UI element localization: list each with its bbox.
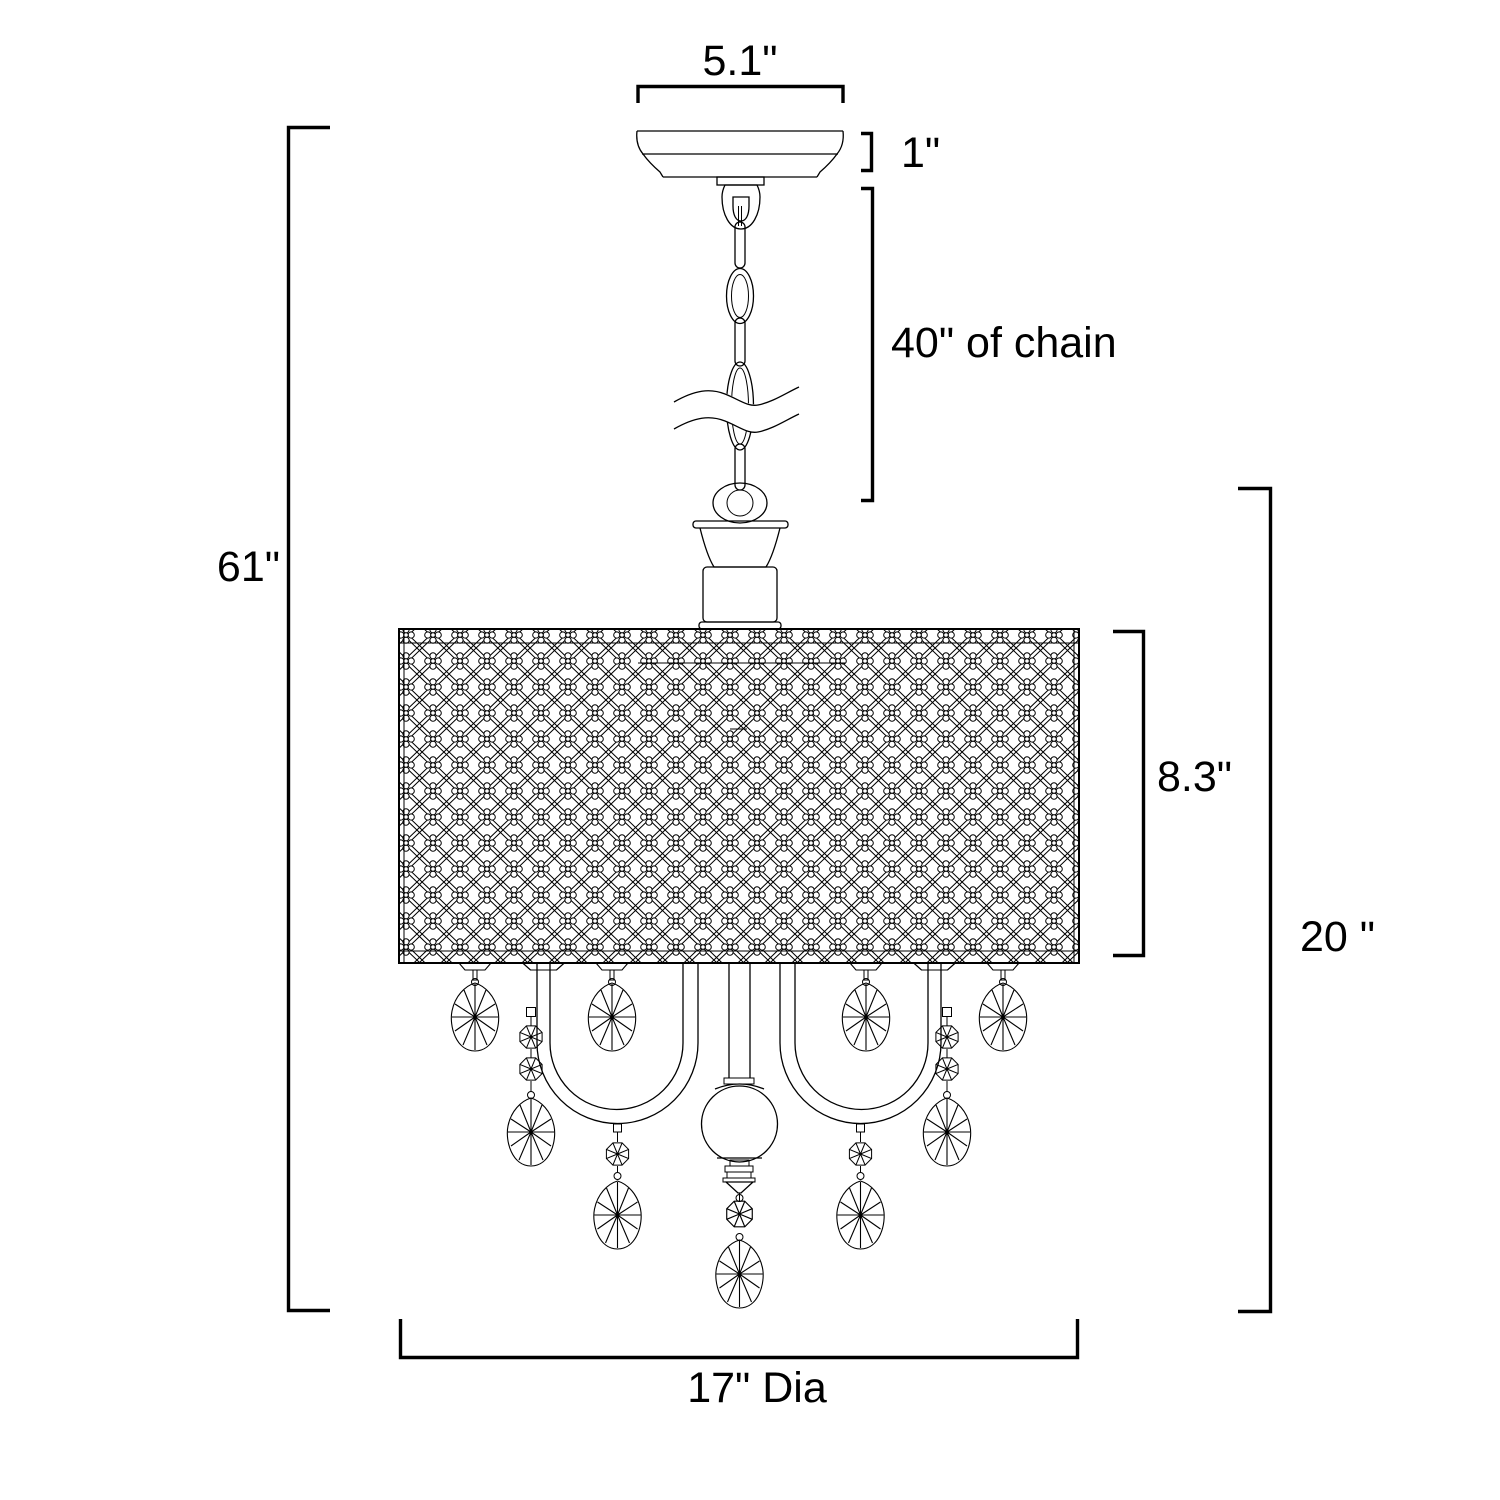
bracket-canopy-width	[636, 84, 845, 103]
label-canopy-width: 5.1"	[702, 37, 777, 85]
dimension-labels: 5.1" 1" 40" of chain 61" 8.3" 20 " 17" D…	[217, 37, 1375, 1412]
bracket-overall-height	[286, 125, 330, 1313]
bracket-shade-height	[1113, 629, 1146, 958]
bracket-chain-length	[861, 186, 875, 503]
bracket-canopy-height	[861, 131, 874, 173]
bracket-diameter	[398, 1319, 1080, 1360]
label-overall-height: 61"	[217, 543, 280, 591]
glass-ball	[700, 1085, 779, 1163]
chain-finial-ball	[712, 482, 768, 524]
chain	[672, 184, 800, 524]
label-body-height: 20 "	[1300, 913, 1375, 961]
label-diameter: 17" Dia	[687, 1364, 827, 1412]
drum-shade	[398, 628, 1080, 964]
shade-stem	[692, 520, 789, 630]
chain-break-symbol	[672, 386, 800, 433]
label-shade-height: 8.3"	[1157, 753, 1232, 801]
ceiling-canopy	[636, 130, 844, 186]
label-canopy-height: 1"	[901, 129, 940, 177]
dimension-brackets	[286, 84, 1273, 1360]
center-column	[700, 963, 779, 1309]
bracket-body-height	[1238, 486, 1273, 1314]
label-chain-length: 40" of chain	[891, 319, 1117, 367]
